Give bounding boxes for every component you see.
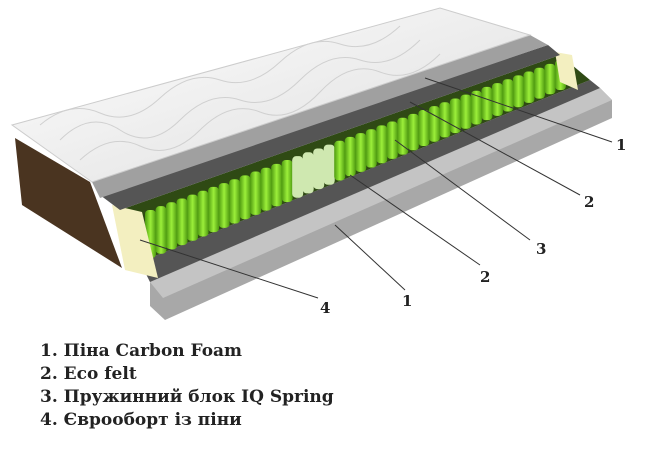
legend-item-3: 3. Пружинний блок IQ Spring: [40, 387, 334, 407]
legend: 1. Піна Carbon Foam 2. Eco felt 3. Пружи…: [40, 340, 334, 432]
spring: [155, 206, 167, 254]
spring: [407, 113, 419, 151]
spring: [166, 202, 178, 250]
spring: [460, 94, 472, 129]
spring: [523, 71, 535, 103]
spring: [449, 98, 461, 134]
legend-item-1: 1. Піна Carbon Foam: [40, 341, 243, 361]
spring: [470, 90, 482, 125]
spring: [376, 125, 388, 164]
euro-edge-foam-right: [555, 52, 578, 90]
callout-lines: [139, 77, 613, 299]
quilt-pattern: [39, 25, 441, 161]
callout-1-top: 1: [616, 136, 626, 154]
spring: [428, 106, 440, 142]
euro-edge-foam: [112, 205, 158, 278]
spring: [355, 133, 367, 172]
spring: [281, 160, 293, 202]
spring: [302, 152, 314, 194]
spring: [544, 63, 556, 95]
spring: [481, 86, 493, 121]
spring: [260, 167, 272, 211]
top-foam-layer: [92, 35, 548, 198]
mattress-side: [15, 138, 122, 268]
spring: [334, 140, 346, 181]
spring: [176, 198, 188, 246]
quilted-cover: [10, 7, 532, 183]
callout-1-bottom: 1: [402, 292, 412, 310]
spring: [533, 67, 545, 99]
callout-4: 4: [320, 299, 330, 317]
spring: [323, 144, 335, 185]
spring: [187, 194, 199, 241]
spring: [197, 190, 209, 237]
callout-2-top: 2: [584, 193, 594, 211]
spring: [512, 75, 524, 108]
bottom-foam-top: [150, 88, 612, 298]
spring: [239, 175, 251, 220]
legend-item-2: 2. Eco felt: [40, 364, 137, 384]
spring: [418, 110, 430, 146]
spring: [386, 121, 398, 159]
spring: [491, 83, 503, 116]
spring: [218, 183, 230, 228]
spring: [439, 102, 451, 138]
spring: [365, 129, 377, 168]
callout-2-bottom: 2: [480, 268, 490, 286]
spring: [229, 179, 241, 224]
spring: [271, 163, 283, 207]
spring: [313, 148, 325, 190]
callout-3: 3: [536, 240, 546, 258]
spring: [397, 117, 409, 155]
spring: [344, 136, 356, 177]
legend-item-4: 4. Єврооборт із піни: [40, 410, 242, 430]
spring: [208, 186, 220, 233]
spring: [292, 156, 304, 198]
spring: [250, 171, 262, 215]
spring: [502, 79, 514, 112]
bottom-felt-layer: [140, 80, 600, 282]
top-felt-layer: [100, 45, 560, 210]
